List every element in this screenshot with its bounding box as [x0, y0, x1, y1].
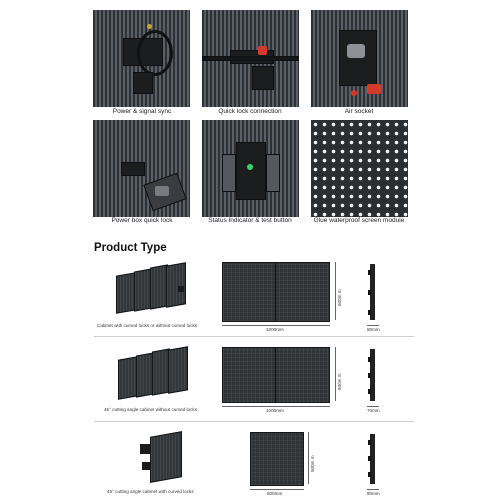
power-signal-connector-photo: [93, 10, 190, 107]
width-dimension-line: [250, 489, 304, 490]
width-label: 500mm: [267, 491, 283, 496]
row-divider: [94, 336, 414, 337]
width-label: 1000mm: [266, 408, 284, 413]
product-type-caption: 45° cutting angle cabinet with curved lo…: [107, 489, 194, 494]
depth-label: 80mm: [367, 327, 380, 332]
section-title: Product Type: [94, 242, 167, 254]
cabinet-side-view: [368, 434, 375, 484]
row-divider: [94, 421, 414, 422]
depth-dimension-line: [367, 406, 379, 407]
height-dimension-line: [335, 347, 336, 401]
waterproof-module-photo: [311, 120, 408, 217]
depth-dimension-line: [367, 489, 379, 490]
cabinet-perspective-image: [140, 430, 182, 483]
depth-label: 80mm: [367, 491, 380, 496]
height-dimension-line: [335, 262, 336, 320]
cabinet-front-view: [222, 262, 330, 322]
width-dimension-line: [222, 406, 330, 407]
height-label: 500m m: [337, 373, 342, 390]
feature-caption: Quick lock connection: [218, 108, 282, 115]
height-label: 500m m: [310, 455, 315, 472]
power-box-lock-photo: [93, 120, 190, 217]
depth-dimension-line: [367, 325, 379, 326]
product-type-caption: Cabinet with curved locks or without cur…: [97, 323, 198, 328]
cabinet-front-view: [222, 347, 330, 403]
height-label: 500m m: [337, 289, 342, 306]
status-indicator-photo: [202, 120, 299, 217]
cabinet-front-view: [250, 432, 304, 486]
depth-label: 70mm: [367, 408, 380, 413]
cabinet-side-view: [368, 264, 375, 320]
quick-lock-photo: [202, 10, 299, 107]
width-dimension-line: [222, 325, 330, 326]
air-socket-photo: [311, 10, 408, 107]
height-dimension-line: [308, 432, 309, 484]
cabinet-side-view: [368, 349, 375, 401]
width-label: 1000mm: [266, 327, 284, 332]
cabinet-perspective-image: [118, 346, 188, 400]
product-type-caption: 45° cutting angle cabinet without curved…: [104, 407, 198, 412]
feature-caption: Power & signal sync: [112, 108, 172, 115]
feature-caption: Power box quick lock: [111, 217, 173, 224]
feature-caption: Glue waterproof screen module: [313, 217, 405, 224]
feature-caption: Air socket: [344, 108, 374, 115]
cabinet-perspective-image: [116, 262, 186, 314]
feature-caption: Status Indicator & test button: [208, 217, 292, 224]
